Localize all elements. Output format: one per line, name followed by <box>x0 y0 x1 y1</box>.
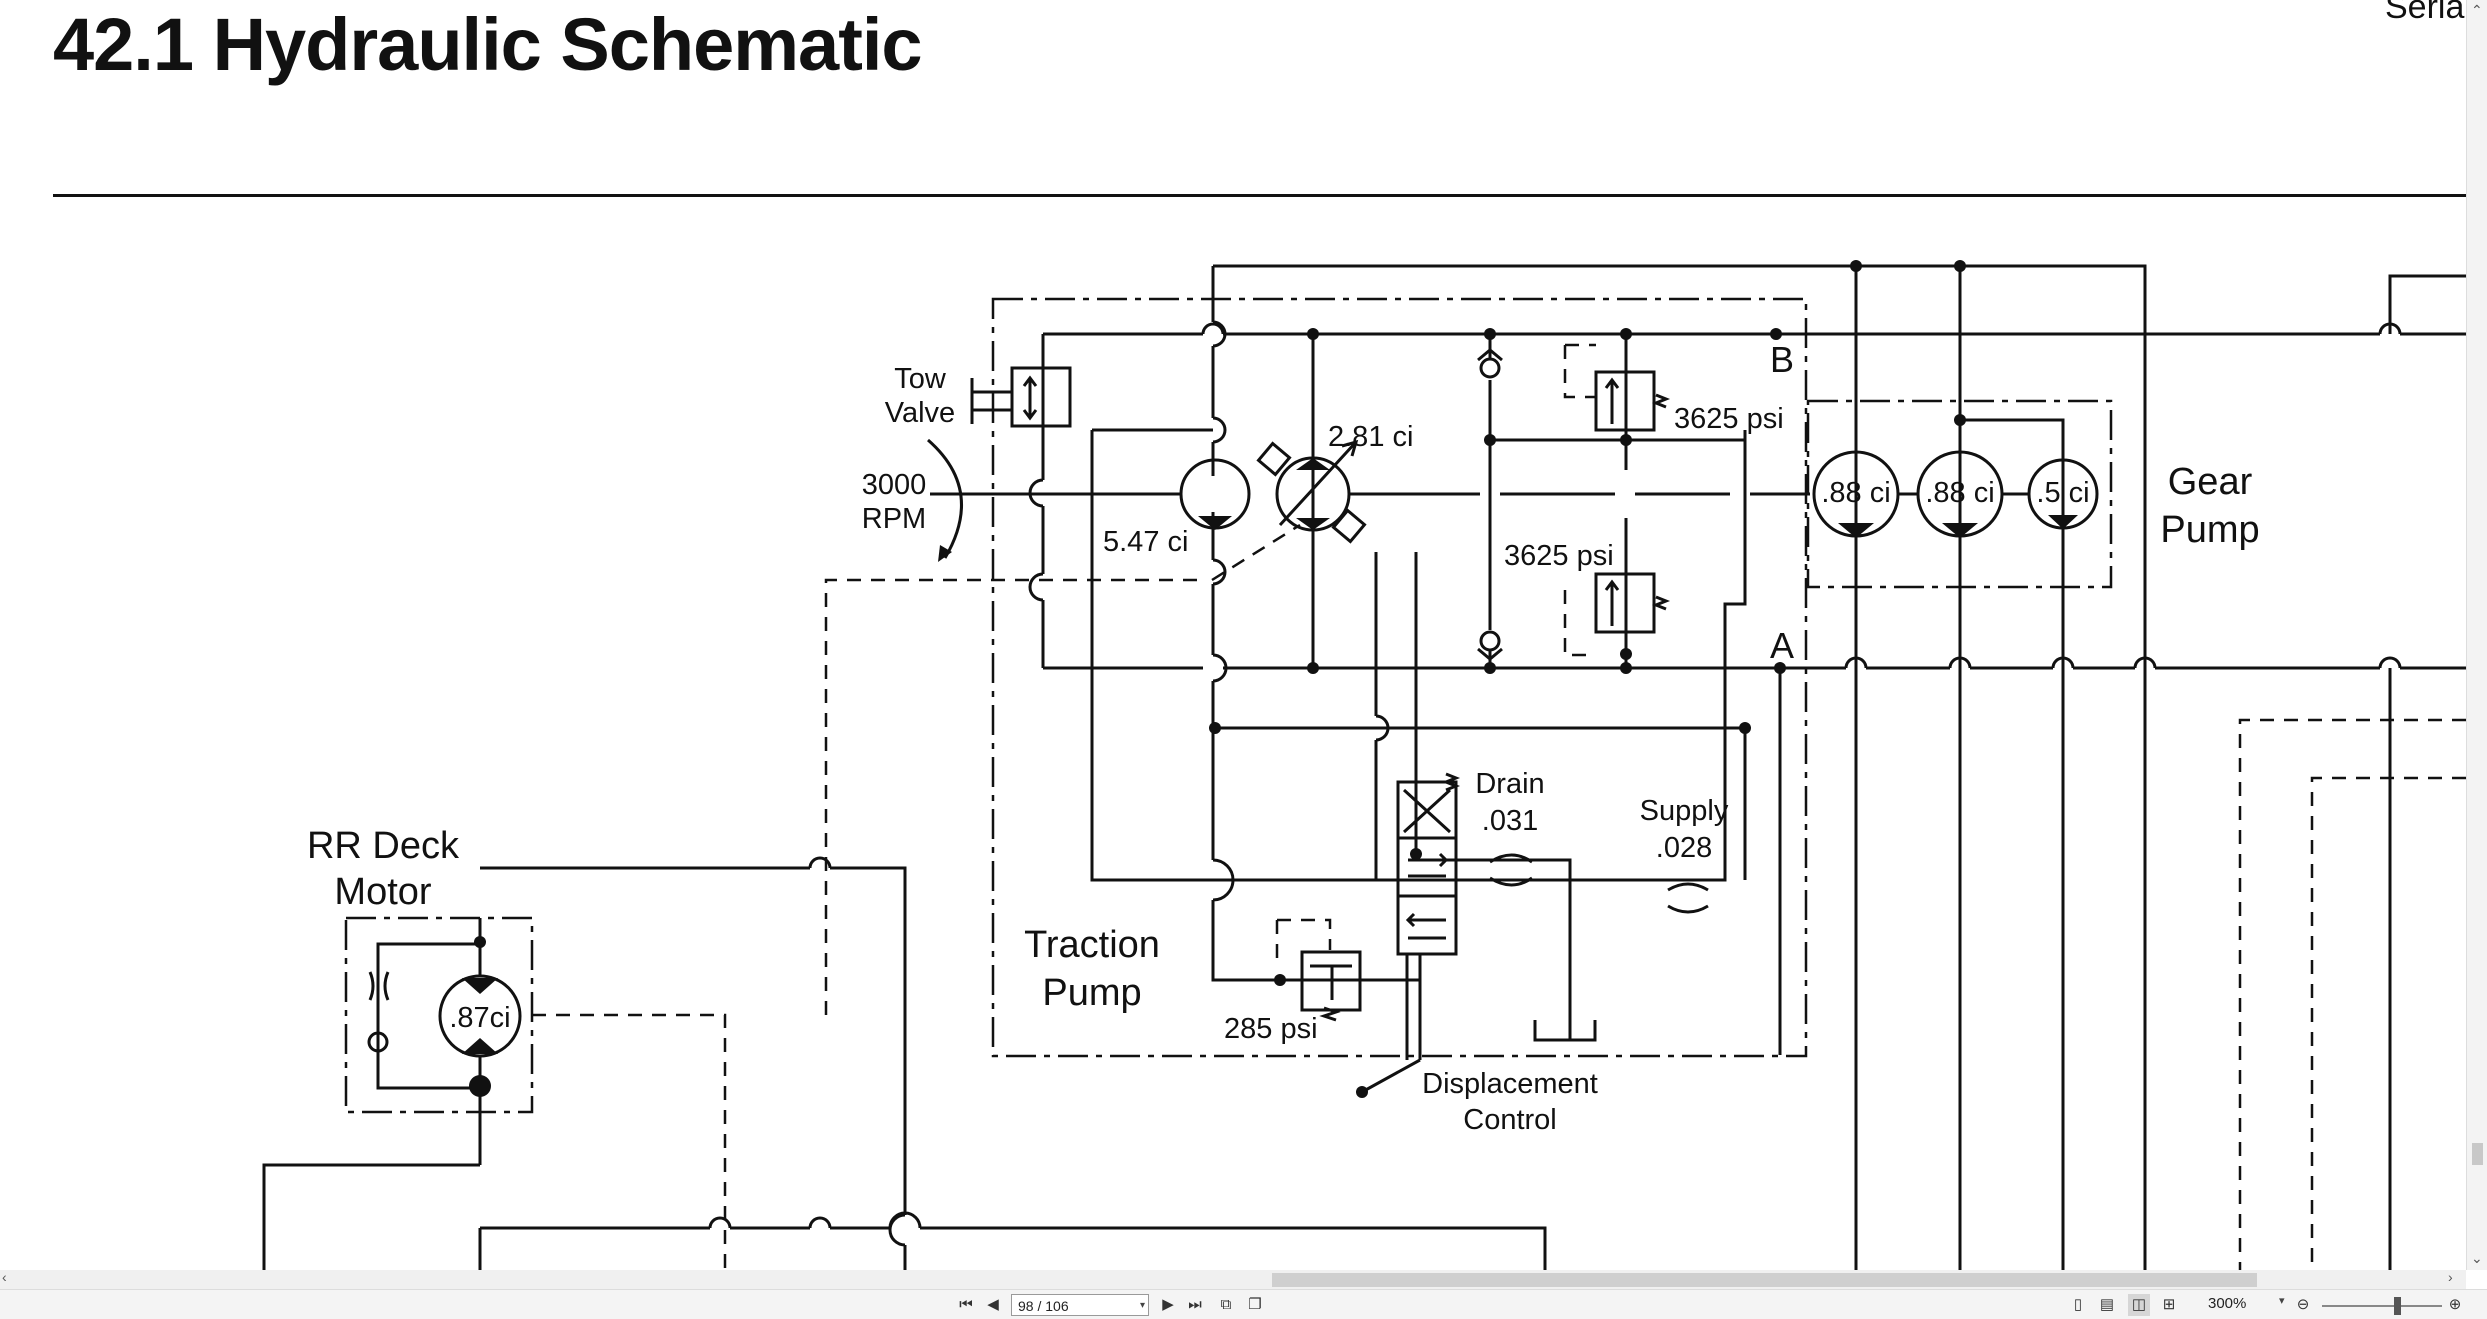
zoom-out-icon[interactable]: ⊖ <box>2296 1296 2310 1313</box>
pump-enclosure-lines <box>344 297 2466 1270</box>
viewer-toolbar: ⏮ ◀ 98 / 106 ▾ ▶ ⏭ ⧉ ❐ ▯ ▤ ◫ ⊞ 300% ▾ ⊖ … <box>0 1289 2487 1319</box>
zoom-dropdown-icon[interactable]: ▾ <box>2279 1295 2285 1307</box>
prev-page-icon[interactable]: ◀ <box>987 1296 999 1313</box>
charge-relief-valve-icon <box>1300 950 1420 1022</box>
page-number-select[interactable]: 98 / 106 ▾ <box>1011 1294 1149 1316</box>
header-serial-text: Seria <box>2385 0 2465 26</box>
paste-icon[interactable]: ❐ <box>1248 1296 1262 1313</box>
drain-orifice-label: .031 <box>1482 805 1538 837</box>
relief-valve-icons <box>1594 370 1671 634</box>
displacement-control-label: Displacement <box>1422 1068 1598 1100</box>
scroll-up-icon[interactable]: ⌃ <box>2471 2 2483 18</box>
charge-pump-displacement-label: 5.47 ci <box>1103 526 1188 558</box>
book-view-icon[interactable]: ⊞ <box>2162 1296 2176 1313</box>
traction-pump-displacement-label: 2.81 ci <box>1328 421 1413 453</box>
displacement-control-valve-icon <box>1361 772 1461 1094</box>
continuous-view-icon[interactable]: ▤ <box>2099 1296 2115 1313</box>
horizontal-scrollbar[interactable]: ‹ › <box>0 1269 2466 1289</box>
copy-icon[interactable]: ⧉ <box>1220 1296 1232 1313</box>
junction-dots <box>1209 260 1966 1098</box>
horizontal-scroll-thumb[interactable] <box>1272 1273 2257 1287</box>
deck-motor-displacement-label: .87ci <box>449 1002 510 1034</box>
relief-valve-lower-label: 3625 psi <box>1504 540 1614 572</box>
page-title: 42.1 Hydraulic Schematic <box>53 3 923 86</box>
displacement-control-label: Control <box>1463 1104 1557 1136</box>
schematic-labels: Tow Valve 3000 RPM 2.81 ci 5.47 ci 3625 … <box>307 339 2260 1136</box>
two-page-view-icon[interactable]: ◫ <box>2128 1294 2150 1316</box>
title-divider <box>53 194 2466 197</box>
scroll-down-icon[interactable]: ⌄ <box>2471 1250 2483 1266</box>
first-page-icon[interactable]: ⏮ <box>959 1296 973 1313</box>
gear-pump-label: Pump <box>2160 509 2259 551</box>
charge-pump-icon <box>1179 458 1251 530</box>
zoom-in-icon[interactable]: ⊕ <box>2448 1296 2462 1313</box>
drain-label: Drain <box>1475 768 1544 800</box>
gear-section-3-label: .5 ci <box>2036 477 2089 509</box>
scroll-left-icon[interactable]: ‹ <box>2 1269 7 1285</box>
supply-label: Supply <box>1640 795 1729 827</box>
page-indicator-text: 98 / 106 <box>1018 1298 1069 1314</box>
zoom-level[interactable]: 300% <box>2208 1295 2247 1312</box>
vertical-scrollbar[interactable]: ⌃ ⌄ <box>2466 0 2487 1270</box>
orifice-icons <box>368 853 1709 1001</box>
zoom-slider-handle[interactable] <box>2394 1297 2401 1315</box>
next-page-icon[interactable]: ▶ <box>1162 1296 1174 1313</box>
gear-pump-label: Gear <box>2168 461 2253 503</box>
traction-pump-label: Pump <box>1042 972 1141 1014</box>
rpm-unit-label: RPM <box>862 503 926 535</box>
last-page-icon[interactable]: ⏭ <box>1188 1296 1202 1313</box>
tow-valve-label: Valve <box>885 397 955 429</box>
gear-section-2-label: .88 ci <box>1925 477 1994 509</box>
gear-section-1-label: .88 ci <box>1821 477 1890 509</box>
port-b-label: B <box>1770 339 1794 380</box>
scroll-right-icon[interactable]: › <box>2448 1269 2453 1285</box>
port-a-label: A <box>1770 625 1794 666</box>
deck-motor-label: RR Deck <box>307 825 460 867</box>
gear-pump-icons <box>1812 450 2099 538</box>
rotation-arrow-icon <box>927 438 963 562</box>
deck-motor-label: Motor <box>334 871 431 913</box>
tow-valve-label: Tow <box>894 363 947 395</box>
main-hydraulic-lines <box>262 264 2466 1270</box>
rpm-value-label: 3000 <box>862 469 927 501</box>
deck-motor-icon <box>367 918 522 1165</box>
traction-pump-icon <box>1256 439 1367 544</box>
zoom-slider[interactable] <box>2322 1305 2442 1307</box>
traction-pump-label: Traction <box>1024 924 1160 966</box>
charge-relief-label: 285 psi <box>1224 1013 1318 1045</box>
document-viewport[interactable]: 42.1 Hydraulic Schematic Seria <box>0 0 2466 1270</box>
vertical-scroll-thumb[interactable] <box>2472 1143 2483 1165</box>
check-valve-icons <box>1477 348 1503 661</box>
hydraulic-schematic: Tow Valve 3000 RPM 2.81 ci 5.47 ci 3625 … <box>262 260 2466 1270</box>
single-page-view-icon[interactable]: ▯ <box>2073 1296 2083 1313</box>
tow-valve-icon <box>970 366 1072 428</box>
dropdown-arrow-icon: ▾ <box>1139 1300 1145 1311</box>
relief-valve-upper-label: 3625 psi <box>1674 403 1784 435</box>
supply-orifice-label: .028 <box>1656 832 1712 864</box>
